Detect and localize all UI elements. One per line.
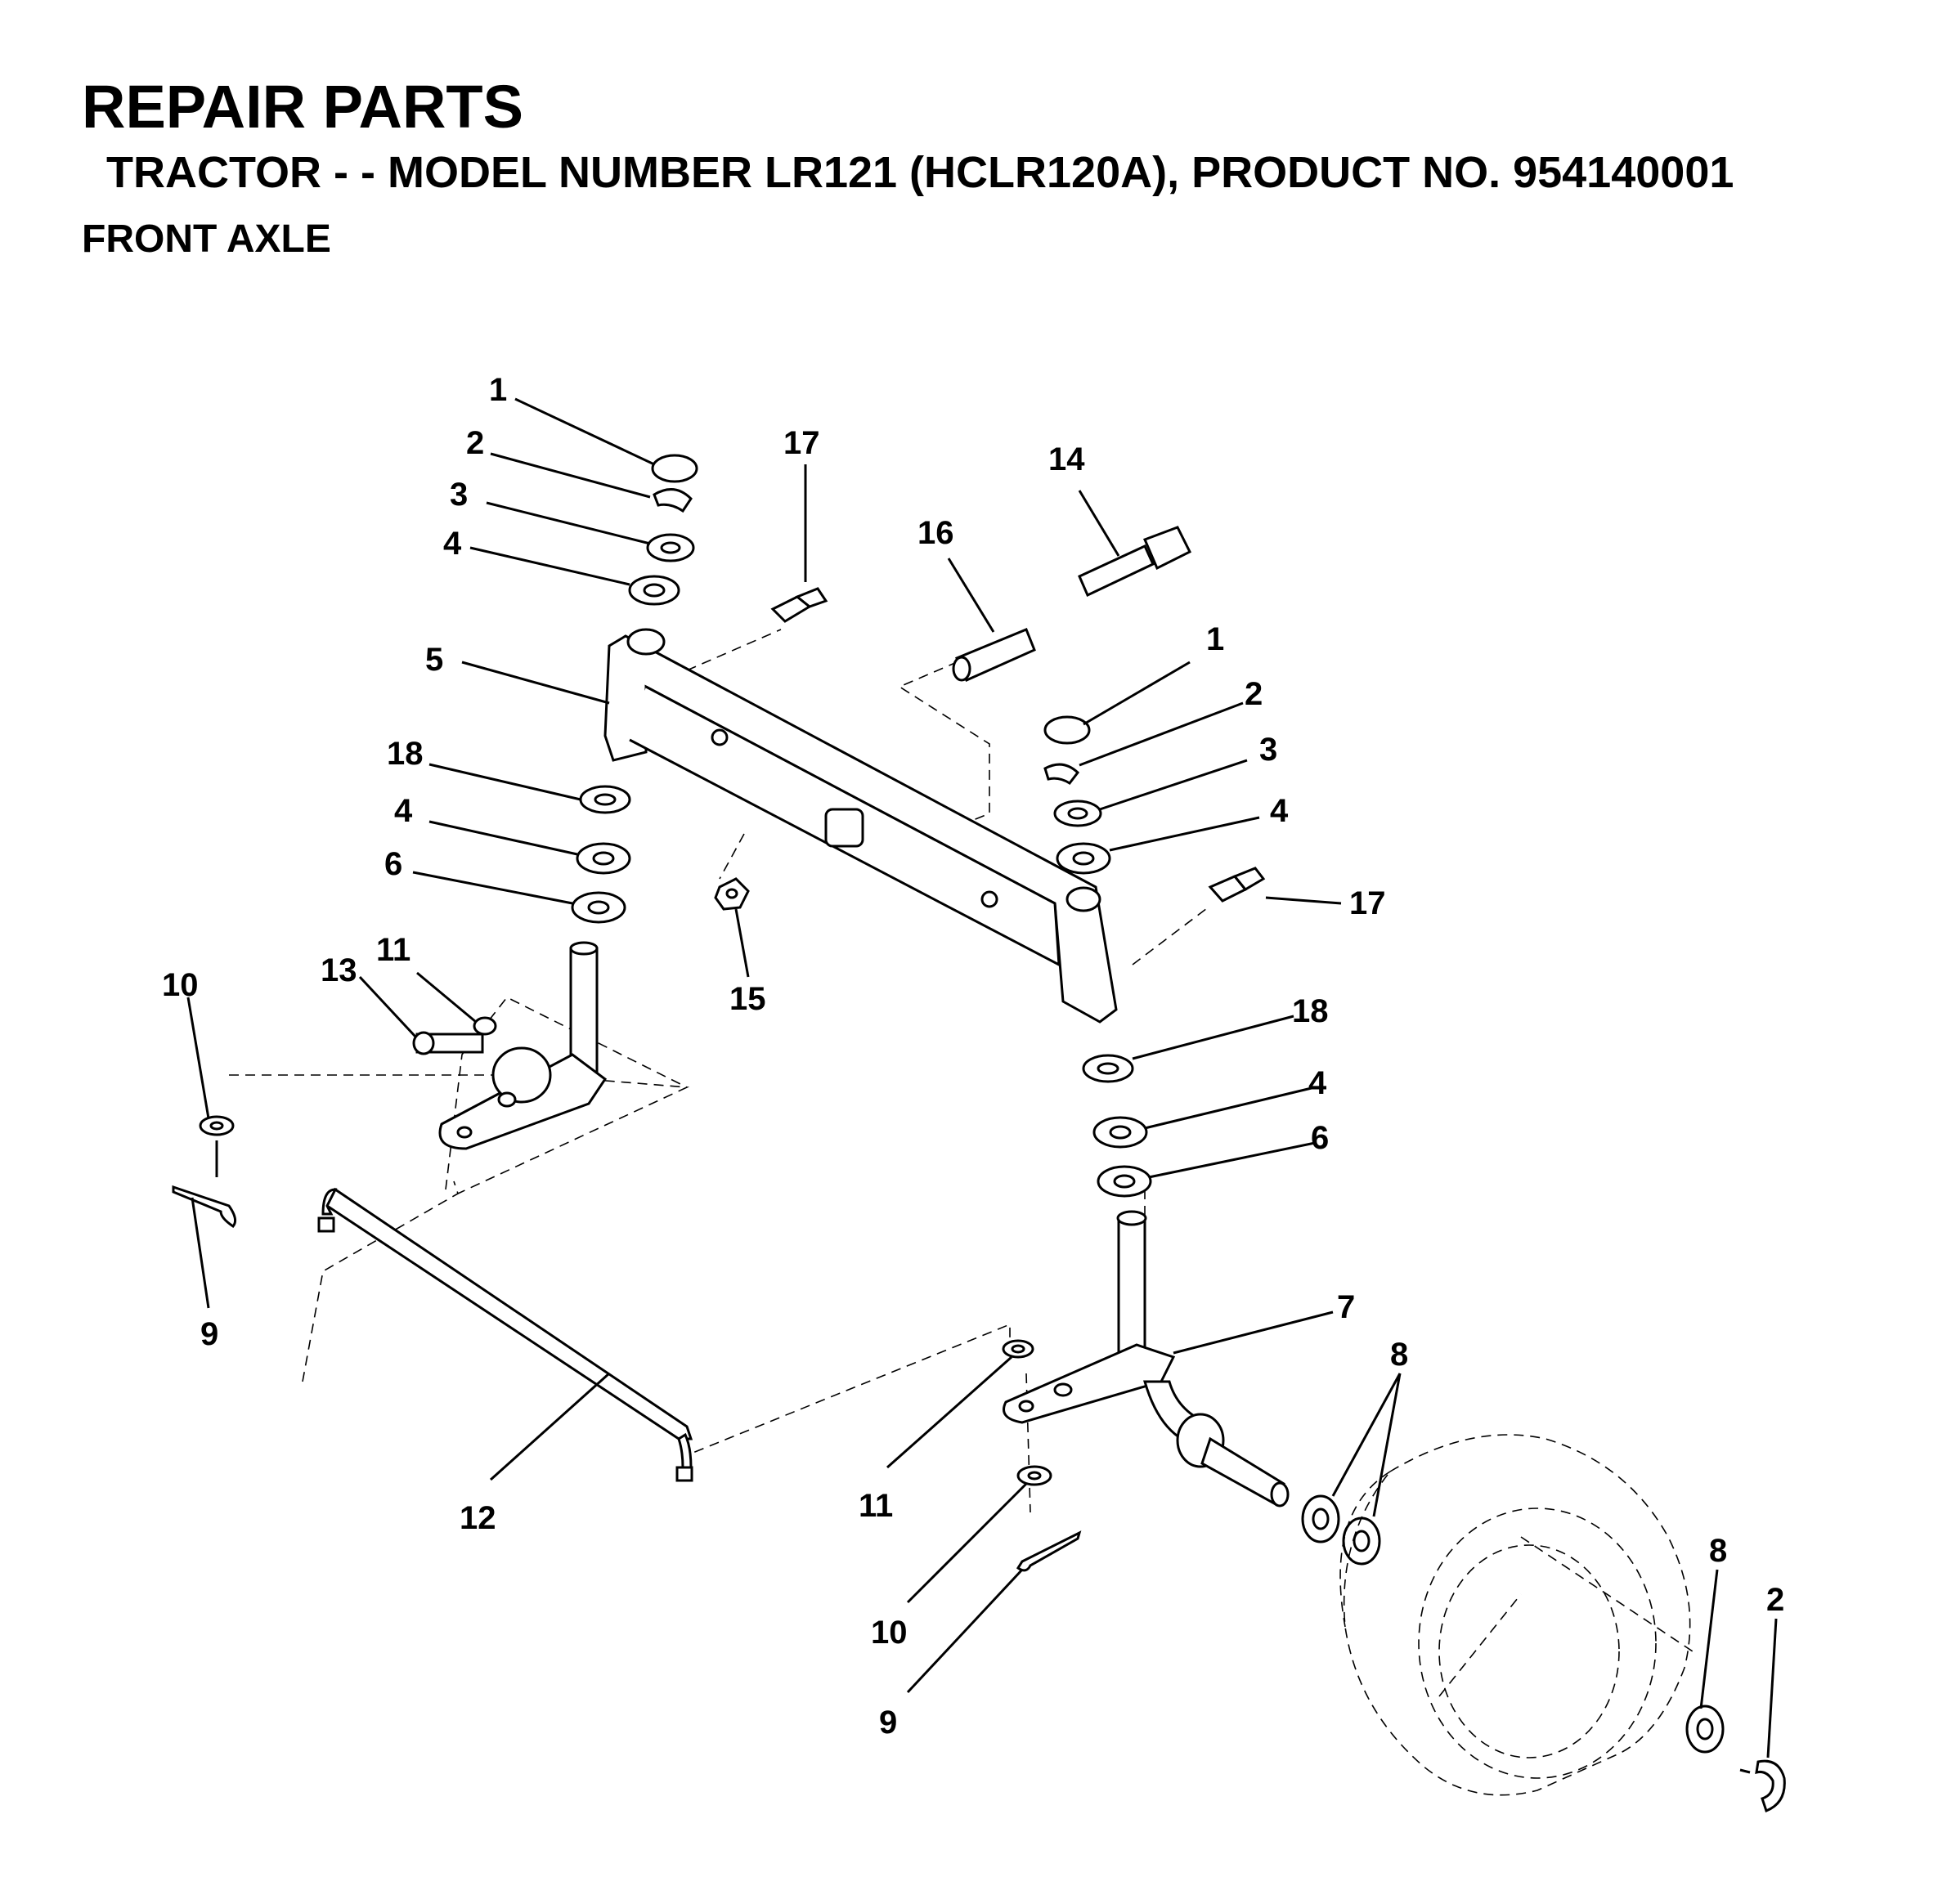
- callout-4b: 4: [1270, 793, 1289, 829]
- callout-1a: 1: [489, 372, 507, 408]
- section-title: FRONT AXLE: [82, 217, 331, 261]
- callout-18b: 18: [1292, 993, 1329, 1029]
- pivot-spacer: [952, 628, 1036, 682]
- callout-13: 13: [321, 952, 357, 988]
- callout-labels: 1 2 3 4 5 17 14 16 1 2 3 4 17 18 4 6 15 …: [162, 372, 1784, 1740]
- wheel-washers: [1301, 1494, 1725, 1754]
- callout-9a: 9: [200, 1316, 218, 1352]
- callout-1b: 1: [1206, 621, 1224, 657]
- callout-5: 5: [425, 642, 443, 678]
- pivot-bolt: [1078, 526, 1192, 598]
- right-cotter-pin-and-washer: [1002, 1339, 1082, 1572]
- leader-lines: [186, 397, 1778, 1758]
- wheel-outline: [1339, 1434, 1691, 1796]
- model-subtitle: TRACTOR - - MODEL NUMBER LR121 (HCLR120A…: [106, 148, 1734, 197]
- callout-4d: 4: [1308, 1065, 1327, 1101]
- callout-2b: 2: [1245, 676, 1263, 712]
- callout-2c: 2: [1766, 1582, 1784, 1618]
- callout-9b: 9: [879, 1705, 897, 1740]
- grease-fitting-right: [1208, 867, 1266, 903]
- callout-7: 7: [1337, 1289, 1355, 1325]
- callout-4c: 4: [394, 793, 413, 829]
- callout-2a: 2: [466, 425, 484, 461]
- right-kingpin-bottom-stack: [1003, 1054, 1290, 1508]
- callout-17a: 17: [783, 425, 820, 461]
- callout-3b: 3: [1259, 732, 1277, 768]
- right-kingpin-top-stack: [1043, 715, 1111, 875]
- callout-18a: 18: [387, 736, 424, 772]
- nut: [714, 877, 750, 911]
- callout-4a: 4: [443, 526, 462, 562]
- callout-6b: 6: [1311, 1120, 1329, 1156]
- callout-17b: 17: [1349, 885, 1386, 921]
- callout-8a: 8: [1390, 1337, 1408, 1373]
- callout-16: 16: [917, 515, 954, 551]
- callout-3a: 3: [450, 477, 468, 513]
- grease-fitting-left: [770, 587, 828, 623]
- callout-10b: 10: [871, 1615, 908, 1651]
- callout-12: 12: [460, 1500, 496, 1536]
- callout-15: 15: [729, 981, 766, 1017]
- left-kingpin-bottom-stack: [412, 785, 631, 1150]
- left-kingpin-top-stack: [628, 454, 698, 606]
- callout-10a: 10: [162, 967, 199, 1003]
- left-cotter-pin-and-washer: [172, 1115, 237, 1228]
- callout-14: 14: [1048, 441, 1085, 477]
- callout-8b: 8: [1709, 1533, 1727, 1569]
- callout-11b: 11: [859, 1488, 893, 1524]
- callout-11a: 11: [376, 932, 410, 968]
- axle-beam: [603, 628, 1118, 1024]
- callout-6a: 6: [384, 846, 402, 882]
- page-title: REPAIR PARTS: [82, 73, 523, 141]
- drag-link: [317, 1187, 693, 1482]
- retaining-ring: [1739, 1759, 1786, 1812]
